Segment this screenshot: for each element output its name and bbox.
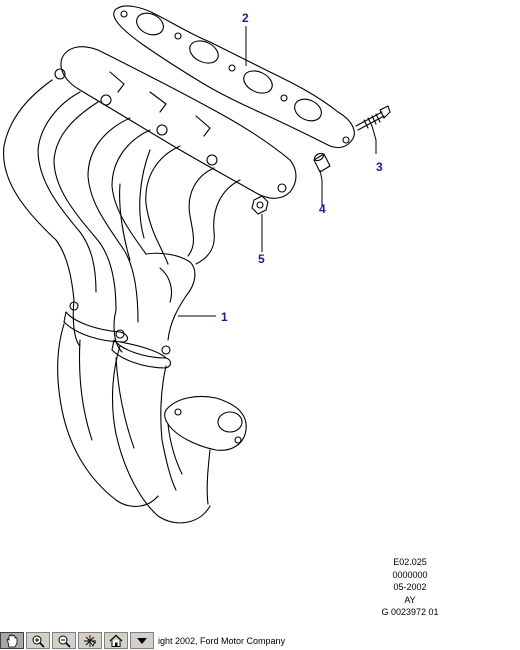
home-icon	[109, 634, 123, 647]
callout-number-4: 4	[319, 202, 326, 216]
manifold-stud	[355, 105, 391, 131]
exhaust-manifold-diagram	[3, 5, 391, 524]
zoom-out-icon	[58, 635, 71, 648]
manifold-gasket	[113, 5, 355, 149]
reference-date: 05-2002	[393, 582, 427, 592]
reference-variant: AY	[404, 594, 416, 605]
reference-drawing-number: G 0023972 01	[381, 607, 439, 617]
callout-leaders	[178, 26, 377, 317]
pan-hand-icon	[6, 633, 18, 647]
clamp-rings	[63, 301, 172, 369]
collector	[72, 252, 196, 353]
zoom-in-icon	[32, 635, 45, 648]
manifold-nut	[251, 195, 269, 215]
locating-sleeve	[313, 152, 331, 173]
home-button[interactable]	[104, 632, 128, 649]
reference-number: 0000000	[392, 569, 428, 580]
pan-button[interactable]	[0, 632, 24, 649]
fit-cursor-icon	[84, 634, 97, 647]
zoom-out-button[interactable]	[52, 632, 76, 649]
copyright-text: ight 2002, Ford Motor Company	[158, 635, 286, 646]
reference-block: E02.025 0000000 05-2002 AY G 0023972 01	[370, 556, 450, 619]
fit-button[interactable]	[78, 632, 102, 649]
callout-number-1: 1	[221, 310, 228, 324]
primary-runners	[3, 79, 241, 323]
manifold-flange	[54, 46, 297, 199]
exit-flange	[164, 395, 247, 505]
dropdown-button[interactable]	[130, 632, 154, 649]
down-pipes	[57, 323, 211, 524]
viewer-toolbar: ight 2002, Ford Motor Company	[0, 631, 520, 650]
callout-number-3: 3	[376, 160, 383, 174]
reference-code: E02.025	[393, 557, 427, 567]
dropdown-arrow-icon	[137, 637, 147, 644]
zoom-in-button[interactable]	[26, 632, 50, 649]
callout-number-5: 5	[258, 252, 265, 266]
callout-number-2: 2	[242, 11, 249, 25]
